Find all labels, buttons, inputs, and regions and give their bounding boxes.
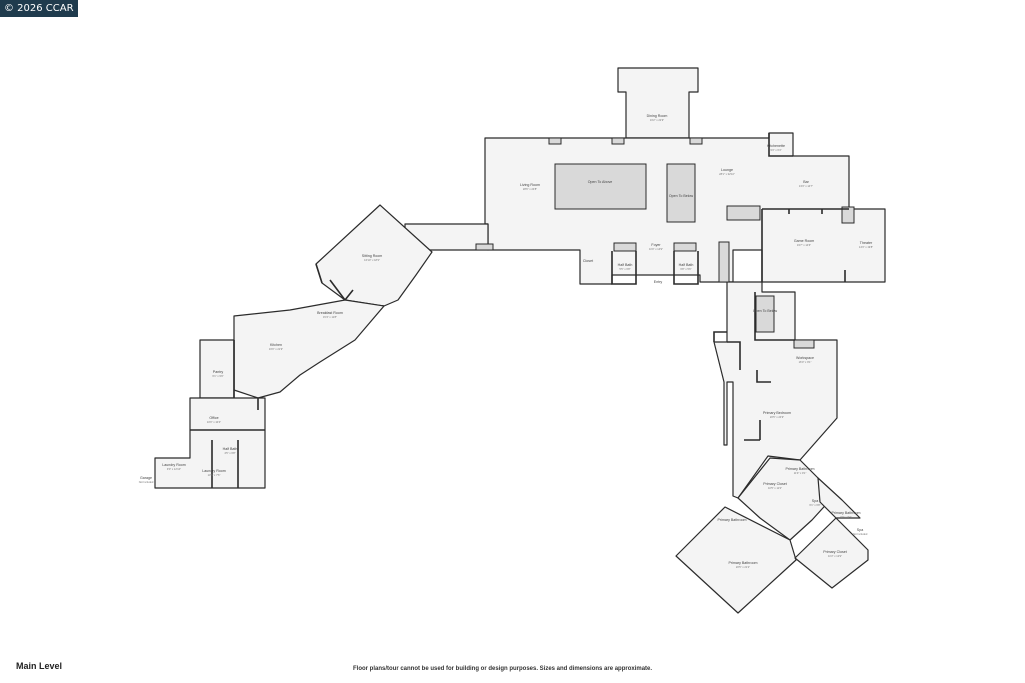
room-name-kitchenette: Kitchenette <box>767 144 785 148</box>
room-dims-office: 10'0" x 10'4" <box>207 420 221 424</box>
room-name-half-bath-3: Half Bath <box>223 447 238 451</box>
room-name-half-bath-1: Half Bath <box>618 263 633 267</box>
room-name-primary-bathroom-3: Primary Bathroom <box>718 518 747 522</box>
room-name-office: Office <box>209 416 218 420</box>
disclaimer-text: Floor plans/tour cannot be used for buil… <box>353 666 653 672</box>
room-name-laundry-2: Laundry Room <box>202 469 226 473</box>
column-2 <box>611 137 625 145</box>
room-dims-primary-closet-2: 11'3" x 12'9" <box>828 554 842 558</box>
room-dims-primary-closet: 10'5" x 11'3" <box>768 486 782 490</box>
room-name-primary-bedroom: Primary Bedroom <box>763 411 791 415</box>
room-dims-spa: 6'1" x 6'8" <box>809 503 820 507</box>
room-name-kitchen: Kitchen <box>270 343 282 347</box>
room-name-primary-bathroom-2: Primary Bathroom <box>729 561 758 565</box>
room-name-breakfast: Breakfast Room <box>317 311 343 315</box>
room-dims-sitting: 16'10" x 18'3" <box>364 258 380 262</box>
room-name-theater: Theater <box>860 241 873 245</box>
room-name-closet: Closet <box>583 259 593 263</box>
column-1 <box>548 137 562 145</box>
room-name-primary-bathroom-4: Primary Bathroom <box>832 511 861 515</box>
room-dims-half-bath-1: 5'5" x 6'8" <box>619 267 630 271</box>
kitchen-island <box>554 163 647 210</box>
room-name-primary-closet: Primary Closet <box>763 482 787 486</box>
room-dims-laundry: 9'0" x 12'10" <box>167 467 181 471</box>
room-name-primary-bathroom: Primary Bathroom <box>786 467 815 471</box>
room-dims-primary-bathroom-4: 6'9" x 8'4" <box>840 515 851 519</box>
workspace-fixture <box>793 339 815 349</box>
room-dims-primary-bathroom-2: 20'5" x 21'2" <box>736 565 750 569</box>
dining-room-area <box>617 67 699 139</box>
room-dims-bar: 13'3" x 14'7" <box>799 184 813 188</box>
room-dims-laundry-2: 13'6" x 7'6" <box>208 473 221 477</box>
room-dims-spa-2: Not Included <box>853 532 868 536</box>
bar-island <box>666 163 696 223</box>
pantry-area <box>199 339 235 399</box>
room-name-pantry: Pantry <box>213 370 224 374</box>
primary-closet-area <box>794 517 869 589</box>
room-dims-pantry: 6'1" x 9'9" <box>212 374 223 378</box>
room-name-workspace: Workspace <box>796 356 814 360</box>
room-dims-primary-bathroom: 11'9" x 9'1" <box>794 471 807 475</box>
room-dims-theater: 14'3" x 19'8" <box>859 245 873 249</box>
room-name-lounge: Lounge <box>721 168 733 172</box>
room-dims-dining: 16'2" x 22'9" <box>650 118 664 122</box>
room-name-foyer: Foyer <box>651 243 661 247</box>
room-dims-half-bath-2: 6'8" x 5'6" <box>680 267 691 271</box>
room-name-living: Living Room <box>520 183 540 187</box>
room-dims-lounge: 28'1" x 32'10" <box>719 172 735 176</box>
room-dims-garage: Not Included <box>139 480 154 484</box>
room-dims-game: 19'7" x 14'6" <box>797 243 811 247</box>
room-dims-kitchenette: 9'3" x 6'4" <box>770 148 781 152</box>
column-3 <box>689 137 703 145</box>
half-bath-2-fixture <box>673 242 697 252</box>
room-name-bar: Bar <box>803 180 809 184</box>
room-name-dining: Dining Room <box>647 114 668 118</box>
game-room-fixture <box>841 206 855 224</box>
sitting-room-area <box>315 204 433 307</box>
primary-bathroom-area <box>675 506 797 614</box>
room-name-primary-closet-2: Primary Closet <box>823 550 847 554</box>
half-bath-1-fixture <box>613 242 637 252</box>
room-name-open-above: Open To Above <box>588 180 613 184</box>
kitchen-area <box>233 299 385 399</box>
room-dims-foyer: 11'9" x 14'9" <box>649 247 663 251</box>
room-dims-kitchen: 16'0" x 21'9" <box>269 347 283 351</box>
spa-area <box>817 477 861 519</box>
room-dims-half-bath-3: 4'5" x 6'8" <box>224 451 235 455</box>
room-dims-living: 28'6" x 24'8" <box>523 187 537 191</box>
room-name-spa-2: Spa <box>857 528 863 532</box>
room-name-entry: Entry <box>654 280 663 284</box>
room-name-open-below: Open To Below <box>669 194 694 198</box>
stair-3 <box>755 295 775 333</box>
room-dims-breakfast: 15'4" x 11'8" <box>323 315 337 319</box>
copyright-watermark: © 2026 CCAR <box>0 0 78 17</box>
room-name-sitting: Sitting Room <box>362 254 383 258</box>
room-name-half-bath-2: Half Bath <box>679 263 694 267</box>
room-dims-workspace: 16'0" x 9'1" <box>799 360 812 364</box>
room-dims-primary-bedroom: 20'5" x 24'9" <box>770 415 784 419</box>
room-name-spa: Spa <box>812 499 818 503</box>
interior-walls <box>190 133 849 488</box>
stair <box>726 205 761 221</box>
room-name-laundry: Laundry Room <box>162 463 186 467</box>
foyer-bench <box>475 243 494 251</box>
room-name-open-below-2: Open To Below <box>753 309 778 313</box>
stair-2 <box>718 241 730 283</box>
level-label: Main Level <box>16 661 63 671</box>
room-name-garage: Garage <box>140 476 152 480</box>
room-name-game: Game Room <box>794 239 814 243</box>
